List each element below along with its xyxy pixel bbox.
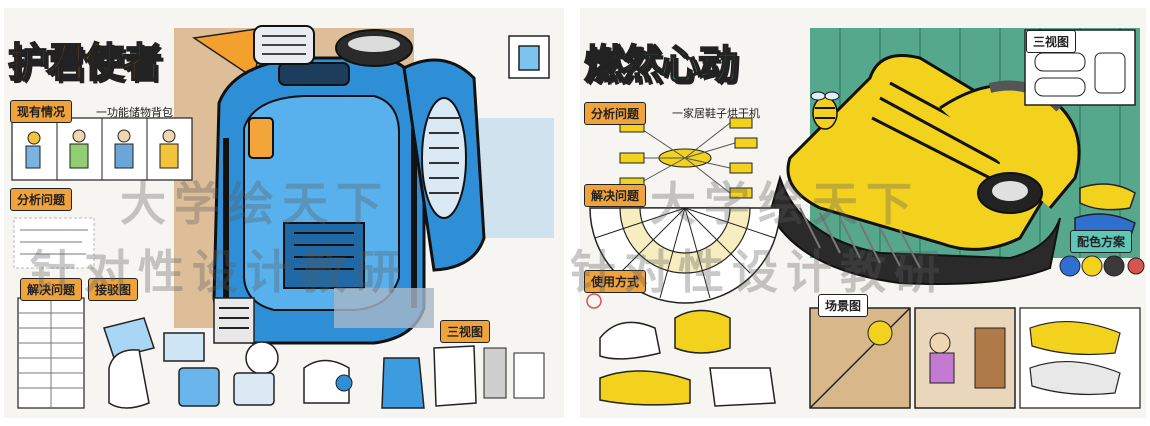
zipper-pill-sketch <box>335 29 413 67</box>
mind-map <box>619 117 758 199</box>
bee-mascot <box>810 91 840 130</box>
scene-panels <box>809 307 1141 409</box>
color-scheme-dots <box>1059 255 1145 277</box>
analysis-notes <box>13 217 95 269</box>
left-design-board: 护君使者 现有情况 一功能储物背包 分析问题 解决问题 接驳图 三视图 <box>4 8 564 418</box>
right-board-title: 燃然心动 <box>583 41 739 89</box>
section-current-tag: 现有情况 <box>10 100 73 123</box>
backpack-illustration <box>11 25 550 409</box>
dryer-base <box>768 174 1061 285</box>
section-current-note: 一功能储物背包 <box>96 106 173 119</box>
section-analysis-tag-right: 分析问题 <box>584 102 647 125</box>
section-color-scheme-tag: 配色方案 <box>1070 230 1133 253</box>
section-usage-tag: 使用方式 <box>584 270 647 293</box>
backpack-side-view <box>402 58 486 272</box>
shoe-dryer-illustration <box>586 29 1145 409</box>
blue-shadow-block <box>334 288 434 328</box>
detail-sketches <box>103 288 545 409</box>
section-scene-tag: 场景图 <box>818 294 869 317</box>
section-analysis-tag: 分析问题 <box>10 188 73 211</box>
dryer-main <box>786 54 1081 251</box>
section-three-view-tag: 三视图 <box>440 320 491 343</box>
bracket-icon-top-right <box>508 35 550 79</box>
sketch-top-handle <box>253 25 315 65</box>
left-board-title: 护君使者 <box>7 39 163 87</box>
usage-sketches <box>586 293 776 407</box>
solution-table <box>17 297 85 409</box>
section-solution-tag: 解决问题 <box>20 278 83 301</box>
right-design-board: 燃然心动 分析问题 一家居鞋子烘干机 解决问题 使用方式 场景图 三视图 配色方… <box>580 8 1146 418</box>
section-three-view-tag-right: 三视图 <box>1026 30 1077 53</box>
section-detail-tag: 接驳图 <box>88 278 139 301</box>
storyboard-current <box>11 117 193 181</box>
section-solution-tag-right: 解决问题 <box>584 184 647 207</box>
section-analysis-note-right: 一家居鞋子烘干机 <box>672 107 760 120</box>
